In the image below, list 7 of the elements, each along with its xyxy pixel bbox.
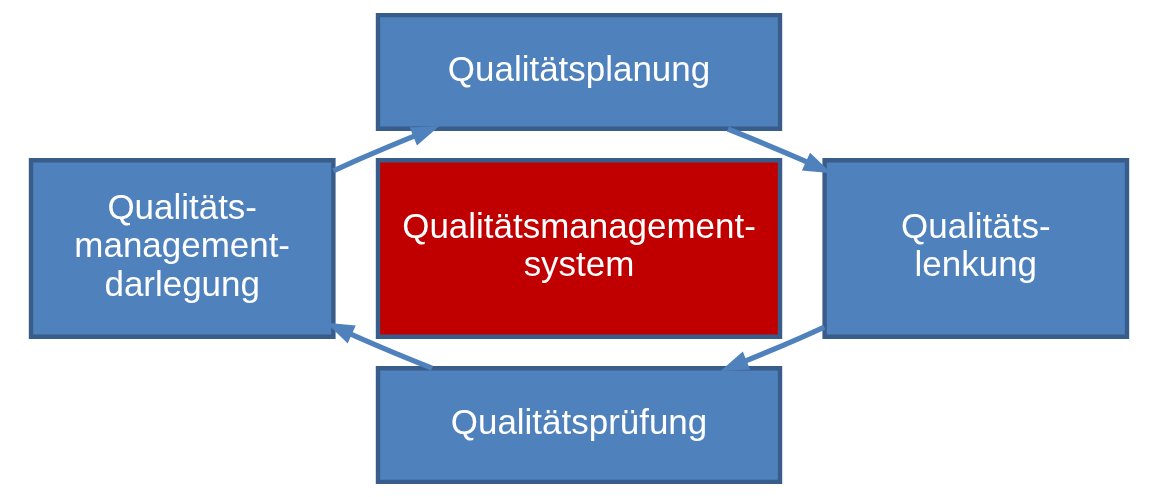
node-box: Qualitätsmanagement- system <box>375 158 782 339</box>
node-box: Qualitätsplanung <box>375 12 782 131</box>
node-box: Qualitäts- lenkung <box>821 158 1129 339</box>
node-box: Qualitätsprüfung <box>375 366 782 485</box>
arrow <box>331 125 439 174</box>
node-box: Qualitäts- management- darlegung <box>28 158 336 339</box>
arrow <box>719 324 825 371</box>
